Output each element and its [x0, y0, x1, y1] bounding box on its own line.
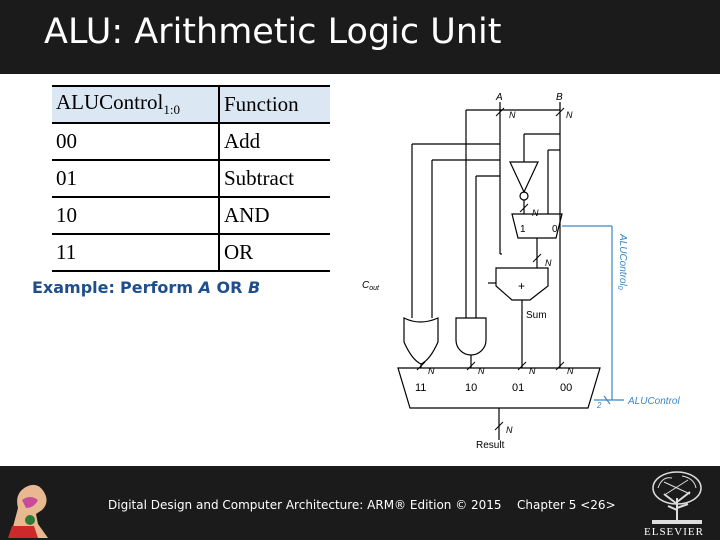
small-mux-0: 0 — [552, 224, 558, 235]
table-row: 00 Add — [52, 122, 330, 161]
row-function: OR — [218, 233, 330, 272]
alu-schematic: A B N N N 1 0 N + Cout Sum 11 10 01 00 N… — [362, 92, 680, 451]
bus-width-b: N — [566, 110, 573, 120]
footer-bar — [0, 466, 720, 540]
table-row: 10 AND — [52, 196, 330, 235]
row-function: Add — [218, 122, 330, 161]
header-alucontrol-subscript: 1:0 — [163, 102, 180, 118]
mux-sel-00: 00 — [560, 382, 572, 394]
input-a-label: A — [495, 92, 503, 103]
cout-label: Cout — [362, 280, 380, 292]
row-code: 01 — [52, 159, 220, 198]
bus-width-inv: N — [532, 208, 539, 218]
row-function: Subtract — [218, 159, 330, 198]
table-header-row: ALUControl1:0 Function — [52, 85, 330, 124]
footer-book-title: Digital Design and Computer Architecture… — [108, 498, 502, 512]
bus-width-result: N — [506, 425, 513, 435]
row-code: 00 — [52, 122, 220, 161]
mux-sel-10: 10 — [465, 382, 477, 394]
alu-control-table: ALUControl1:0 Function 00 Add 01 Subtrac… — [52, 85, 330, 272]
mux-sel-01: 01 — [512, 382, 524, 394]
table-row: 01 Subtract — [52, 159, 330, 198]
example-text: Example: Perform A OR B — [32, 278, 260, 297]
header-function: Function — [218, 85, 330, 124]
publisher-name: ELSEVIER — [644, 526, 704, 538]
header-alucontrol-text: ALUControl — [56, 90, 164, 115]
control-width: 2 — [596, 401, 602, 410]
slide-title: ALU: Arithmetic Logic Unit — [44, 12, 502, 52]
example-operand-b: B — [248, 278, 261, 297]
bus-width-or: N — [428, 366, 435, 376]
elsevier-tree-logo — [642, 468, 712, 526]
sum-label: Sum — [526, 310, 547, 321]
bus-width-adder: N — [545, 258, 552, 268]
example-label: Example: — [32, 278, 115, 297]
title-bar: ALU: Arithmetic Logic Unit — [0, 0, 720, 74]
row-function: AND — [218, 196, 330, 235]
result-label: Result — [476, 440, 505, 451]
example-op: OR — [210, 278, 249, 297]
bus-width-b-mux: N — [567, 366, 574, 376]
alucontrol-label: ALUControl — [627, 396, 680, 407]
example-pre: Perform — [120, 278, 199, 297]
mux-sel-11: 11 — [415, 382, 426, 394]
bus-width-sum: N — [529, 366, 536, 376]
header-alucontrol: ALUControl1:0 — [52, 85, 220, 124]
input-b-label: B — [556, 92, 563, 103]
example-operand-a: A — [198, 278, 211, 297]
table-row: 11 OR — [52, 233, 330, 272]
bus-width-and: N — [478, 366, 485, 376]
bus-width-a: N — [509, 110, 516, 120]
row-code: 11 — [52, 233, 220, 272]
row-code: 10 — [52, 196, 220, 235]
alucontrol0-label: ALUControl0 — [616, 233, 628, 290]
example-body: Perform A OR B — [120, 278, 260, 297]
footer-chapter: Chapter 5 <26> — [517, 498, 616, 512]
small-mux-1: 1 — [520, 224, 526, 235]
adder-plus: + — [518, 279, 525, 293]
mascot-arm-image — [8, 484, 48, 538]
